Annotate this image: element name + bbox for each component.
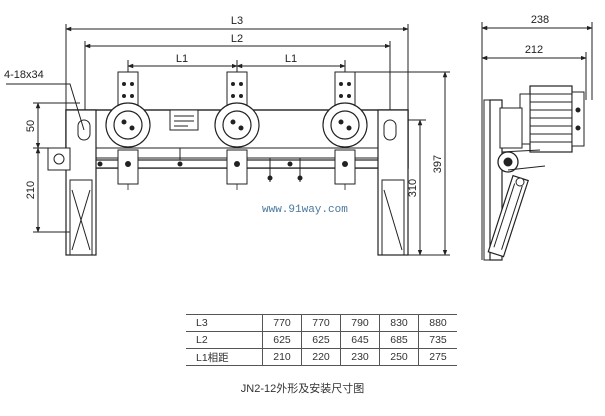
dim-310: 310 (407, 179, 419, 197)
dim-238: 238 (531, 14, 549, 26)
table-row: L2 625 625 645 685 735 (186, 331, 457, 349)
table-cell: 220 (301, 348, 341, 366)
table-cell: 830 (379, 314, 419, 332)
dim-hole: 4-18x34 (4, 69, 44, 81)
row-label: L3 (186, 314, 263, 332)
table-cell: 770 (301, 314, 341, 332)
table-row: L1相距 210 220 230 250 275 (186, 348, 457, 366)
table-cell: 790 (340, 314, 380, 332)
table-cell: 625 (262, 331, 302, 349)
dim-l1-left: L1 (176, 53, 188, 65)
row-label: L1相距 (186, 348, 263, 366)
table-cell: 770 (262, 314, 302, 332)
dim-l3: L3 (231, 15, 243, 27)
watermark: www.91way.com (262, 204, 348, 216)
side-view (481, 22, 593, 261)
table-cell: 735 (418, 331, 457, 349)
dim-397: 397 (432, 155, 444, 173)
table-cell: 645 (340, 331, 380, 349)
dimension-table: L3 770 770 790 830 880 L2 625 625 645 68… (186, 314, 457, 366)
dim-l2: L2 (231, 33, 243, 45)
dimension-labels: L3 L2 L1 L1 4-18x34 50 210 310 397 238 2… (4, 14, 549, 216)
table-cell: 625 (301, 331, 341, 349)
row-label: L2 (186, 331, 263, 349)
table-cell: 210 (262, 348, 302, 366)
dim-210: 210 (25, 181, 37, 199)
table-cell: 880 (418, 314, 457, 332)
figure-caption: JN2-12外形及安装尺寸图 (240, 383, 365, 395)
table-cell: 275 (418, 348, 457, 366)
table-cell: 250 (379, 348, 419, 366)
front-view (6, 24, 450, 256)
table-row: L3 770 770 790 830 880 (186, 314, 457, 332)
dim-50: 50 (25, 120, 37, 132)
table-cell: 230 (340, 348, 380, 366)
dim-212: 212 (525, 44, 543, 56)
dim-l1-right: L1 (285, 53, 297, 65)
table-cell: 685 (379, 331, 419, 349)
